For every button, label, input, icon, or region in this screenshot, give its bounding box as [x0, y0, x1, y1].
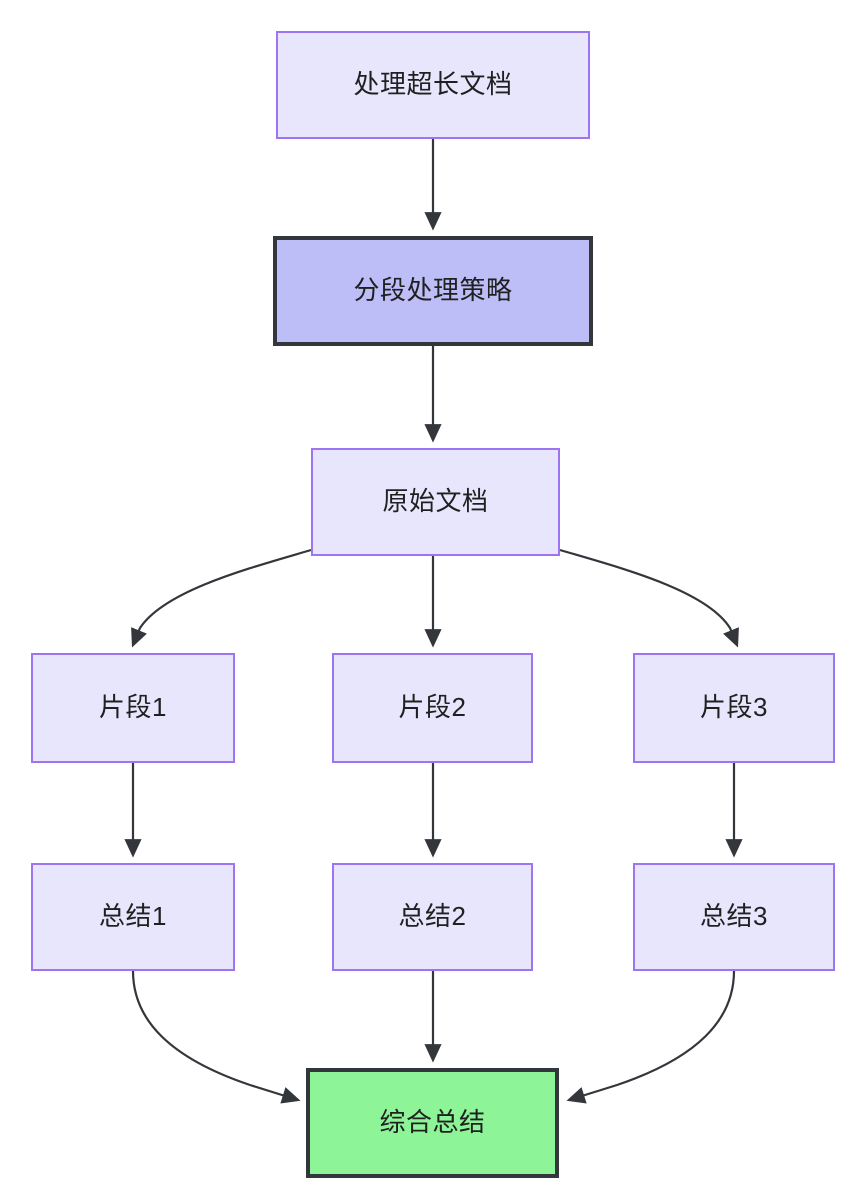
node-label: 总结3 — [700, 901, 768, 932]
node-label: 分段处理策略 — [353, 275, 513, 306]
node-label: 片段1 — [99, 692, 167, 723]
edge-n3-n4 — [131, 548, 312, 648]
node-summary-3[interactable]: 总结3 — [633, 863, 835, 971]
node-label: 片段2 — [398, 692, 467, 723]
node-summary-2[interactable]: 总结2 — [332, 863, 533, 971]
node-fragment-2[interactable]: 片段2 — [332, 653, 533, 763]
node-label: 总结2 — [398, 901, 467, 932]
node-chunking-strategy[interactable]: 分段处理策略 — [273, 236, 593, 346]
edge-n7-n10 — [131, 970, 301, 1104]
node-comprehensive-summary[interactable]: 综合总结 — [306, 1068, 559, 1178]
node-label: 片段3 — [700, 692, 768, 723]
node-fragment-3[interactable]: 片段3 — [633, 653, 835, 763]
node-summary-1[interactable]: 总结1 — [31, 863, 235, 971]
edge-n9-n10 — [566, 970, 736, 1104]
node-fragment-1[interactable]: 片段1 — [31, 653, 235, 763]
node-label: 处理超长文档 — [353, 69, 513, 100]
node-label: 原始文档 — [382, 486, 489, 517]
node-original-document[interactable]: 原始文档 — [311, 448, 560, 556]
node-process-long-document[interactable]: 处理超长文档 — [276, 31, 590, 139]
node-label: 总结1 — [99, 901, 167, 932]
edge-n3-n6 — [559, 548, 739, 648]
node-label: 综合总结 — [379, 1107, 486, 1138]
